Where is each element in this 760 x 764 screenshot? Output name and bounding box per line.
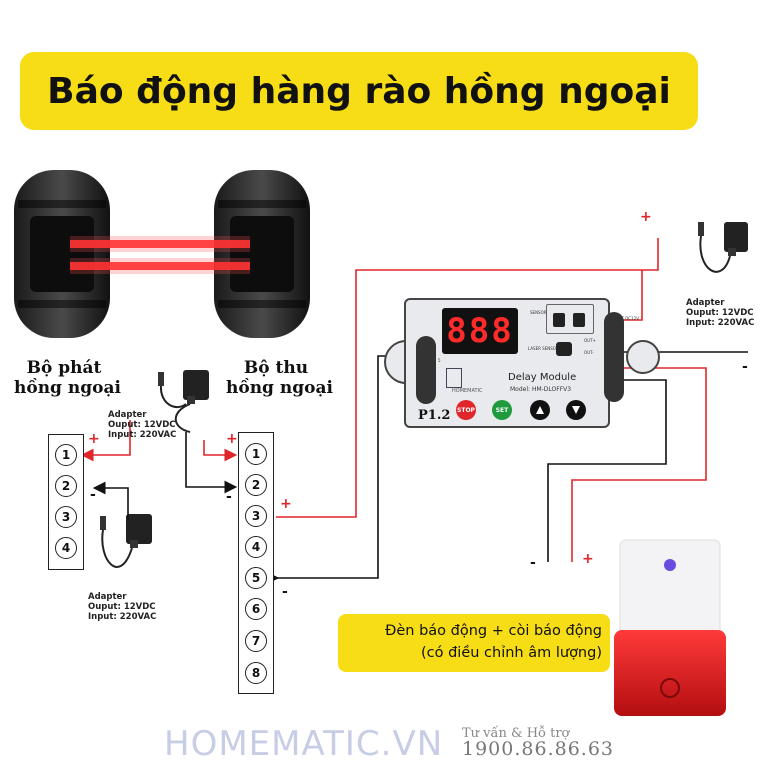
receiver-terminal-strip <box>238 432 274 694</box>
adapter-icon <box>158 370 209 433</box>
emitter-terminal: 2 <box>55 475 77 497</box>
out-minus-label: OUT- <box>584 350 594 355</box>
triangle-down-icon <box>572 406 580 414</box>
emitter-terminal: 1 <box>55 444 77 466</box>
emitter-terminal: 3 <box>55 506 77 528</box>
adapter-label-module: Adapter Ouput: 12VDC Input: 220VAC <box>686 298 755 328</box>
minus-sign: - <box>742 359 748 375</box>
footer-brand: HOMEMATIC.VN <box>164 724 444 764</box>
footer-support: Tư vấn & Hỗ trợ <box>462 726 570 741</box>
module-display: 888 <box>442 308 518 354</box>
minus-sign: - <box>282 584 288 600</box>
emitter-terminal: 4 <box>55 537 77 559</box>
ir-receiver-device <box>214 170 310 338</box>
plus-sign: + <box>582 551 594 567</box>
down-button[interactable] <box>566 400 586 420</box>
stop-button[interactable]: STOP <box>456 400 476 420</box>
receiver-terminal: 7 <box>245 630 267 652</box>
module-title: Delay Module <box>508 372 577 383</box>
plus-sign: + <box>226 431 238 447</box>
module-pin-label: 5 <box>438 358 441 363</box>
minus-sign: - <box>90 487 96 503</box>
module-slot-left <box>416 336 436 404</box>
minus-sign: - <box>530 555 536 571</box>
adapter-icon <box>100 514 152 568</box>
adapter-icon <box>698 222 748 273</box>
plus-sign: + <box>280 496 292 512</box>
laser-sensor-label: LASER SENSOR <box>528 346 559 351</box>
ir-emitter-device <box>14 170 110 338</box>
alarm-note <box>338 614 610 672</box>
homematic-logo-icon <box>446 368 462 388</box>
receiver-terminal: 5 <box>245 567 267 589</box>
plus-sign: + <box>88 431 100 447</box>
plus-sign: + <box>640 209 652 225</box>
sensor-label: SENSOR <box>530 310 547 315</box>
board-label: P1.2 <box>418 408 451 423</box>
module-slot-right <box>604 312 624 402</box>
minus-sign: - <box>226 489 232 505</box>
receiver-terminal: 6 <box>245 598 267 620</box>
receiver-label: Bộ thu hồng ngoại <box>226 358 333 398</box>
sensor-connector <box>546 304 594 334</box>
page-title: Báo động hàng rào hồng ngoại <box>47 70 671 112</box>
receiver-terminal: 1 <box>245 443 267 465</box>
adapter-label-emitter: Adapter Ouput: 12VDC Input: 220VAC <box>88 592 157 622</box>
alarm-siren-device <box>614 539 726 716</box>
receiver-power-wires <box>185 432 238 494</box>
alarm-note-text: Đèn báo động + còi báo động (có điều chỉ… <box>385 623 602 661</box>
module-mount-ear-right <box>626 340 660 374</box>
triangle-up-icon <box>536 406 544 414</box>
title-banner: Báo động hàng rào hồng ngoại <box>20 52 698 130</box>
buzzer-icon <box>556 342 572 356</box>
up-button[interactable] <box>530 400 550 420</box>
infrared-beams <box>70 236 250 274</box>
module-model: Model: HM-DLOFFV3 <box>510 386 572 393</box>
emitter-wires <box>80 420 131 520</box>
emitter-label: Bộ phát hồng ngoại <box>14 358 121 398</box>
receiver-terminal: 2 <box>245 474 267 496</box>
footer-hotline: 1900.86.86.63 <box>462 738 615 760</box>
adapter-label-receiver: Adapter Ouput: 12VDC Input: 220VAC <box>108 410 177 440</box>
receiver-terminal: 8 <box>245 662 267 684</box>
receiver-terminal: 4 <box>245 536 267 558</box>
out-plus-label: OUT+ <box>584 338 596 343</box>
set-button[interactable]: SET <box>492 400 512 420</box>
module-display-digits: 888 <box>446 311 514 351</box>
receiver-terminal: 3 <box>245 505 267 527</box>
module-brand: HOMEMATIC <box>452 388 483 394</box>
input-label: INPUT DC12V <box>612 316 639 321</box>
